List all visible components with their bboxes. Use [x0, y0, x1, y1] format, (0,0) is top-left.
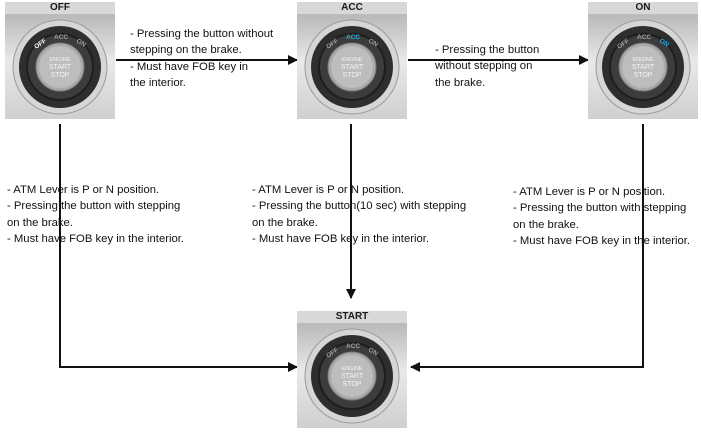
- button-engine-text: ENGINE: [341, 57, 362, 63]
- button-start-text: START: [341, 373, 364, 380]
- ring-acc-text: ACC: [54, 34, 68, 41]
- engine-start-button-icon: OFF ACC ON ENGINE START STOP: [304, 328, 400, 424]
- arrow-off-to-start: [59, 124, 298, 372]
- state-start-label: START: [297, 311, 407, 324]
- engine-start-button-icon: OFF ACC ON ENGINE START STOP: [304, 19, 400, 115]
- button-start-text: START: [632, 64, 655, 71]
- note-line: on the brake.: [513, 218, 579, 231]
- ring-on-text: ON: [658, 38, 670, 49]
- note-line: - Must have FOB key in: [130, 60, 249, 73]
- state-off: OFF OFF ACC ON ENGINE START STOP: [5, 2, 115, 119]
- note-line: - ATM Lever is P or N position.: [7, 184, 160, 196]
- ring-acc-text: ACC: [346, 343, 360, 350]
- engine-start-button-icon: OFF ACC ON ENGINE START STOP: [595, 19, 691, 115]
- note-line: - ATM Lever is P or N position.: [252, 184, 405, 196]
- note-off-to-acc: - Pressing the button without stepping o…: [130, 26, 273, 92]
- note-line: - Must have FOB key in the interior.: [513, 235, 691, 248]
- note-line: without stepping on: [435, 60, 533, 73]
- button-engine-text: ENGINE: [49, 57, 70, 63]
- button-stop-text: STOP: [634, 72, 653, 79]
- note-line: - Pressing the button: [435, 44, 540, 56]
- note-line: on the brake.: [252, 216, 318, 229]
- ring-on-text: ON: [75, 38, 87, 49]
- ring-acc-text: ACC: [346, 34, 360, 41]
- state-acc: ACC OFF ACC ON ENGINE START STOP: [297, 2, 407, 119]
- button-start-text: START: [341, 64, 364, 71]
- note-line: stepping on the brake.: [130, 44, 242, 57]
- button-engine-text: ENGINE: [632, 57, 653, 63]
- note-on-to-start: - ATM Lever is P or N position. - Pressi…: [513, 184, 690, 250]
- note-line: - Must have FOB key in the interior.: [7, 233, 185, 246]
- state-start: START OFF ACC ON ENGINE START STOP: [297, 311, 407, 428]
- ring-on-text: ON: [367, 347, 379, 358]
- note-line: - Pressing the button(10 sec) with stepp…: [252, 200, 467, 213]
- state-on: ON OFF ACC ON ENGINE START STOP: [588, 2, 698, 119]
- state-on-label: ON: [588, 2, 698, 15]
- state-acc-label: ACC: [297, 2, 407, 15]
- ring-on-text: ON: [367, 38, 379, 49]
- button-stop-text: STOP: [51, 72, 70, 79]
- state-off-label: OFF: [5, 2, 115, 15]
- note-line: the brake.: [435, 76, 486, 89]
- note-line: - Pressing the button without: [130, 28, 274, 40]
- note-line: - Pressing the button with stepping: [513, 202, 687, 215]
- note-off-to-start: - ATM Lever is P or N position. - Pressi…: [7, 182, 184, 248]
- note-line: the interior.: [130, 77, 186, 90]
- ring-acc-text: ACC: [637, 34, 651, 41]
- button-start-text: START: [49, 64, 72, 71]
- button-stop-text: STOP: [343, 72, 362, 79]
- button-stop-text: STOP: [343, 381, 362, 388]
- note-line: - Pressing the button with stepping: [7, 200, 181, 213]
- arrow-on-to-start: [410, 124, 644, 372]
- note-line: on the brake.: [7, 216, 73, 229]
- note-line: - ATM Lever is P or N position.: [513, 186, 666, 198]
- note-acc-to-on: - Pressing the button without stepping o…: [435, 42, 539, 91]
- note-line: - Must have FOB key in the interior.: [252, 233, 430, 246]
- engine-start-button-icon: OFF ACC ON ENGINE START STOP: [12, 19, 108, 115]
- note-acc-to-start: - ATM Lever is P or N position. - Pressi…: [252, 182, 466, 248]
- button-engine-text: ENGINE: [341, 366, 362, 372]
